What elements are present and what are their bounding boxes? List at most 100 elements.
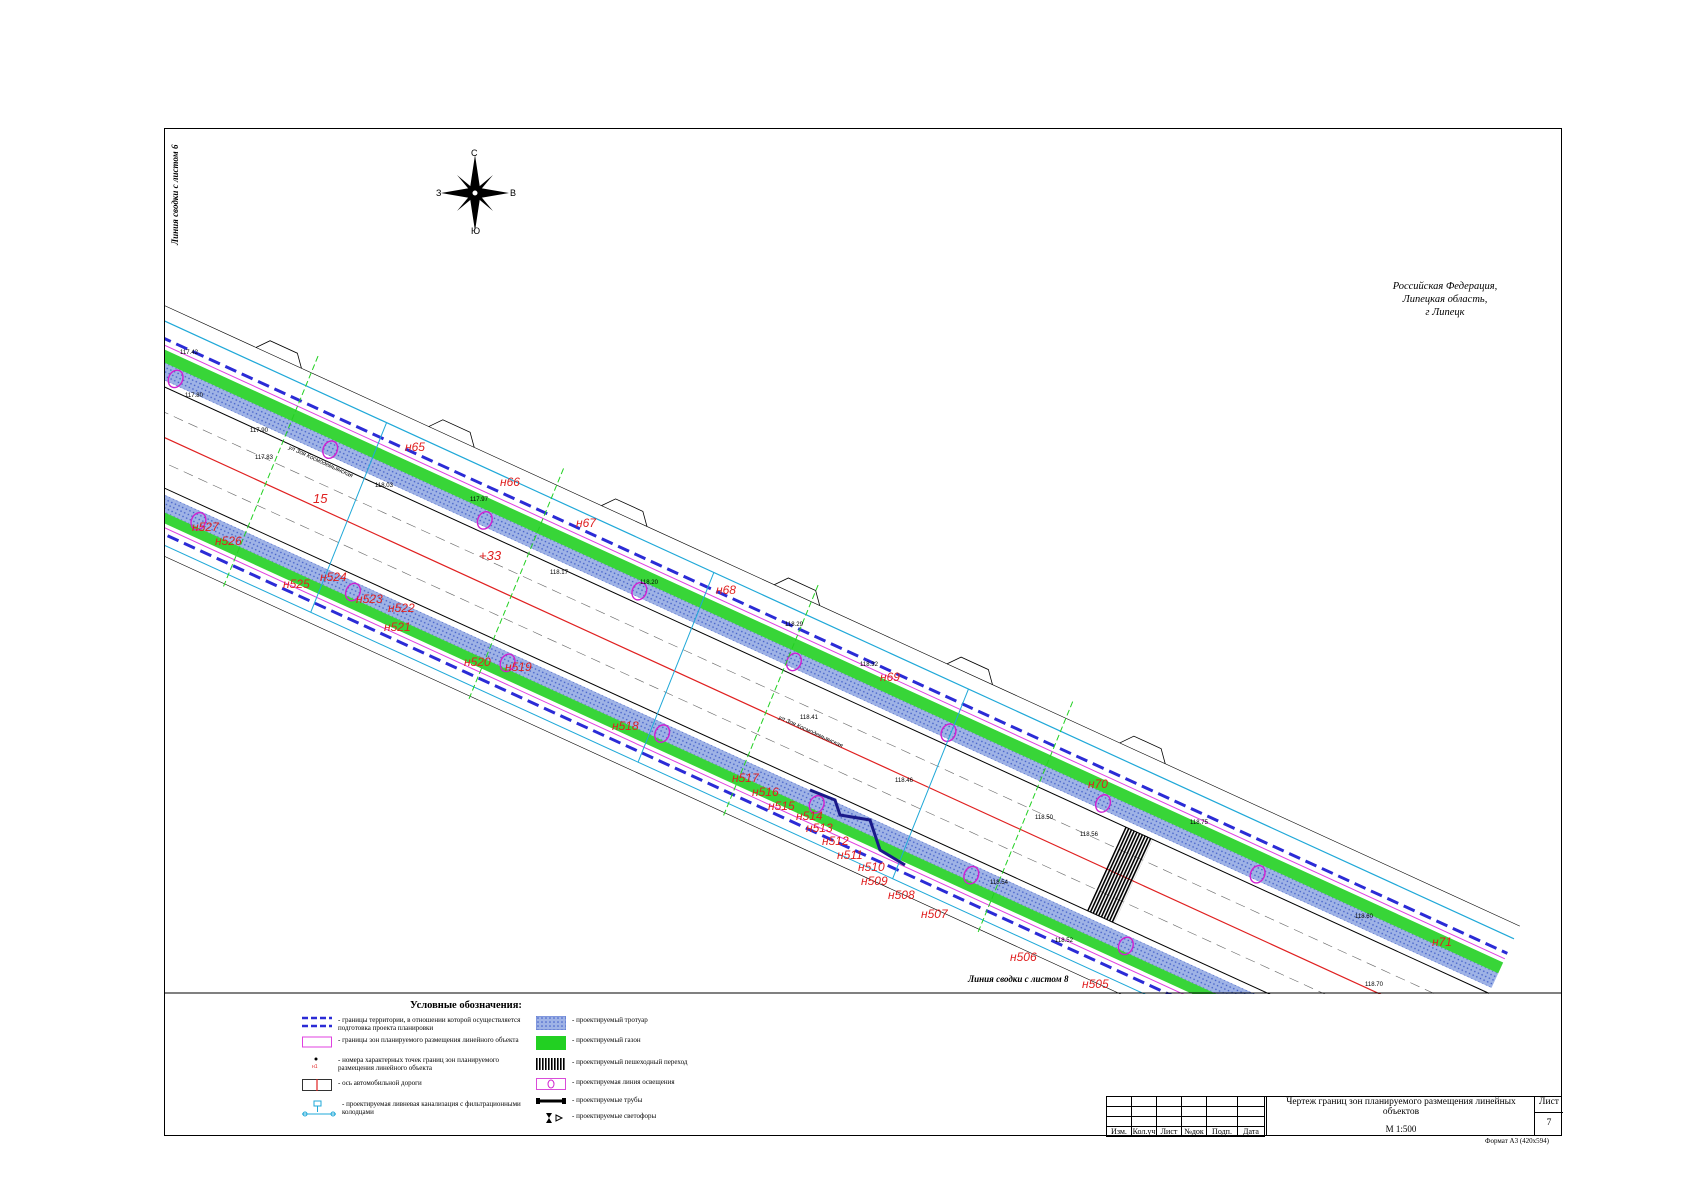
point-marker-icon: н1 [302,1056,332,1072]
col-list: Лист [1156,1126,1182,1137]
region-line-1: Российская Федерация, [1392,281,1498,292]
point-label-н511: н511 [837,848,863,862]
legend-item-pipes: - проектируемые трубы [536,1096,762,1108]
elevation-mark: 118.70 [1365,982,1383,988]
pipe-icon [536,1096,566,1108]
legend-text: - проектируемые светофоры [572,1112,657,1120]
region-line-3: г Липецк [1425,307,1465,318]
point-label-н65: н65 [405,440,425,454]
point-label-н525: н525 [283,577,310,591]
match-line-left: Линия сводки с листом 6 [170,144,180,245]
legend-text: - ось автомобильной дороги [338,1079,422,1087]
point-label-н510: н510 [858,860,885,874]
point-label-н68: н68 [716,583,736,597]
elevation-mark: 118.29 [785,622,803,628]
point-label-н506: н506 [1010,950,1037,964]
sheet-frame [164,128,1562,1136]
point-label-н505: н505 [1082,977,1109,991]
elevation-mark: 118.75 [1190,820,1208,826]
elevation-mark: 117.97 [470,497,488,503]
sheet-cell: Лист 7 [1534,1096,1563,1136]
region-line-2: Липецкая область, [1402,294,1488,305]
elevation-mark: 118.32 [860,662,878,668]
region-label: Российская Федерация, Липецкая область, … [1370,280,1520,319]
drawing-scale: М 1:500 [1385,1124,1417,1134]
elevation-mark: 118.56 [1080,832,1098,838]
col-ndok: №док [1181,1126,1207,1137]
pipe-line [809,788,906,867]
point-label-н518: н518 [612,719,639,733]
point-label-н523: н523 [356,592,383,606]
legend-item-territory: - границы территории, в отношении которо… [302,1016,528,1032]
elevation-mark: 118.20 [640,580,658,586]
col-kol: Кол.уч [1131,1126,1157,1137]
point-label-н66: н66 [500,475,520,489]
col-izm: Изм. [1106,1126,1132,1137]
legend-text: - проектируемые трубы [572,1096,643,1104]
legend-text: - границы территории, в отношении которо… [338,1016,521,1032]
compass-south: Ю [471,226,481,236]
picket-label-+33: +33 [479,548,502,563]
revision-table: Изм. Кол.уч Лист №док Подп. Дата [1106,1096,1265,1137]
legend-item-lights: - проектируемые светофоры [536,1112,762,1126]
elevation-mark: 118.52 [1055,938,1073,944]
elevation-mark: 117.90 [250,428,268,434]
point-label-н69: н69 [880,670,900,684]
elevation-mark: 117.80 [185,393,203,399]
elevation-mark: 118.41 [800,715,818,721]
elevation-mark: 118.17 [550,570,568,576]
sidewalk-swatch [535,1015,567,1032]
compass-north: С [471,148,478,158]
point-label-н515: н515 [768,799,795,813]
point-label-н516: н516 [752,785,779,799]
legend-item-axis: - ось автомобильной дороги [302,1079,528,1093]
elevation-mark: 117.83 [255,455,273,461]
crosswalk-swatch [536,1058,566,1072]
zone-swatch [302,1036,332,1050]
sewer-icon [302,1100,336,1120]
legend-item-sidewalk: - проектируемый тротуар [535,1015,762,1032]
sheet-number: 7 [1546,1118,1552,1128]
legend-text: - границы зон планируемого размещения ли… [338,1036,519,1044]
traffic-light-icon [536,1112,566,1126]
picket-label-15: 15 [313,491,328,506]
legend-title: Условные обозначения: [410,1000,522,1011]
point-label-н520: н520 [464,655,491,669]
lawn-swatch [536,1036,566,1052]
point-label-н527: н527 [192,520,219,534]
point-label-н71: н71 [1432,935,1452,949]
point-label-н514: н514 [796,809,823,823]
point-label-н522: н522 [388,601,415,615]
legend-item-lighting: - проектируемая линия освещения [536,1078,762,1092]
point-label-н508: н508 [888,888,915,902]
elevation-mark: 118.50 [1035,815,1053,821]
lamp-icon [536,1078,566,1092]
legend-text: - проектируемая ливневая канализация с ф… [342,1100,521,1116]
point-label-н70: н70 [1088,777,1108,791]
elevation-mark: 118.03 [375,483,393,489]
compass-east: В [510,188,517,198]
col-data: Дата [1237,1126,1265,1137]
elevation-mark: 118.60 [1355,914,1373,920]
legend-item-crossing: - проектируемый пешеходный переход [536,1058,762,1072]
legend-text: - проектируемый газон [572,1036,641,1044]
legend-item-points: н1 - номера характерных точек границ зон… [302,1056,528,1072]
elevation-mark: 117.42 [180,350,198,356]
compass-west: З [436,188,442,198]
point-label-н524: н524 [320,570,347,584]
point-label-н519: н519 [505,660,532,674]
point-label-н507: н507 [921,907,948,921]
elevation-mark: 118.46 [895,778,913,784]
legend-text: - проектируемый тротуар [572,1016,648,1024]
territory-swatch [302,1016,332,1030]
compass-icon [441,155,509,231]
svg-text:н1: н1 [312,1064,318,1070]
format-label: Формат А3 (420х594) [1485,1137,1550,1145]
legend-text: - проектируемый пешеходный переход [572,1058,688,1066]
drawing-title-cell: Чертеж границ зон планируемого размещени… [1266,1096,1535,1136]
axis-swatch [302,1079,332,1093]
point-label-н521: н521 [384,620,411,634]
legend-item-zone: - границы зон планируемого размещения ли… [302,1036,528,1050]
drawing-title: Чертеж границ зон планируемого размещени… [1286,1097,1516,1117]
